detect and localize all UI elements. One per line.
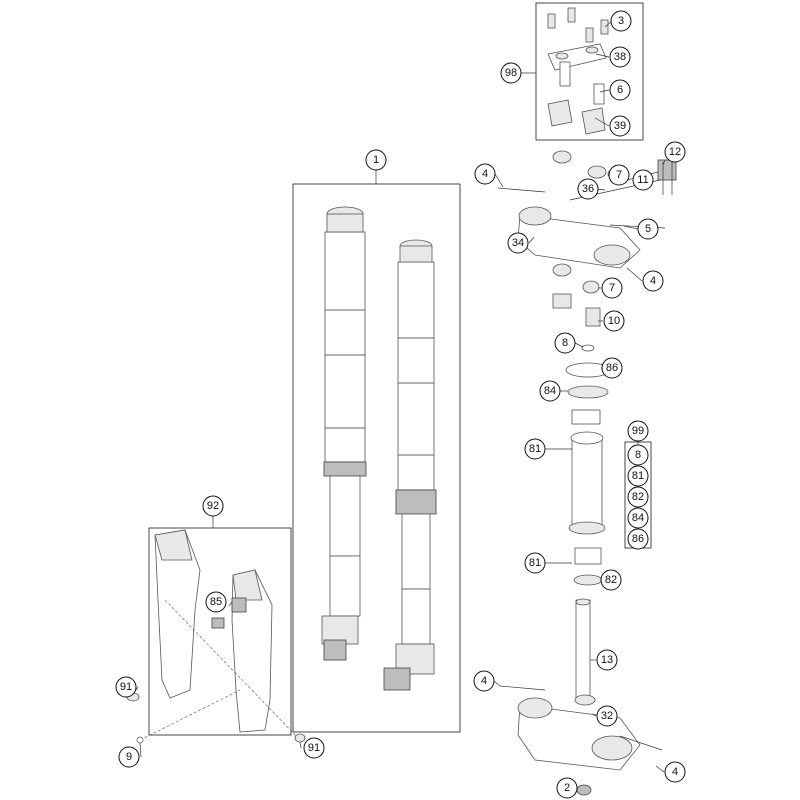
left-fork-guard (154, 529, 201, 699)
callout-4-upper-right: 4 (642, 270, 664, 292)
fasteners (126, 692, 306, 744)
kit-99-item-label: 82 (632, 491, 644, 503)
svg-text:8: 8 (562, 337, 568, 349)
svg-text:4: 4 (482, 168, 488, 180)
fork-assembly-frame (292, 183, 461, 733)
svg-text:32: 32 (601, 710, 613, 722)
lower-triple-clamp (499, 685, 663, 796)
kit-99-item-list: 8 81 82 84 86 (627, 444, 649, 550)
kit-99-item-81: 81 (627, 465, 649, 487)
callout-1: 1 (365, 149, 387, 171)
callout-9: 9 (118, 746, 140, 768)
svg-text:91: 91 (308, 742, 320, 754)
callout-34: 34 (507, 232, 529, 254)
callout-8: 8 (554, 332, 576, 354)
handlebar-clamp-parts (547, 7, 609, 135)
steering-bearings (552, 263, 611, 586)
svg-text:4: 4 (650, 275, 656, 287)
svg-text:34: 34 (512, 237, 524, 249)
svg-text:39: 39 (614, 120, 626, 132)
callout-5: 5 (637, 218, 659, 240)
handlebar-clamp-kit-frame (535, 2, 644, 141)
callout-99: 99 (627, 420, 649, 442)
callout-98: 98 (500, 62, 522, 84)
callout-2: 2 (556, 777, 578, 799)
svg-text:1: 1 (373, 154, 379, 166)
callout-4-upper-left: 4 (474, 163, 496, 185)
svg-text:81: 81 (529, 443, 541, 455)
callout-82: 82 (600, 569, 622, 591)
svg-text:99: 99 (632, 425, 644, 437)
callout-11: 11 (632, 169, 654, 191)
callout-81-upper: 81 (524, 438, 546, 460)
callout-84: 84 (539, 380, 561, 402)
callout-12: 12 (664, 141, 686, 163)
svg-text:7: 7 (616, 169, 622, 181)
svg-text:98: 98 (505, 67, 517, 79)
svg-text:4: 4 (481, 675, 487, 687)
svg-text:11: 11 (637, 174, 648, 186)
callout-92: 92 (202, 495, 224, 517)
callout-81-lower: 81 (524, 552, 546, 574)
svg-text:38: 38 (614, 51, 626, 63)
right-fork-leg (383, 239, 437, 691)
callout-6: 6 (609, 79, 631, 101)
svg-text:4: 4 (672, 766, 678, 778)
callout-91-left: 91 (115, 676, 137, 698)
svg-text:5: 5 (645, 223, 651, 235)
callout-7-lower: 7 (601, 277, 623, 299)
kit-99-item-82: 82 (627, 486, 649, 508)
right-fork-guard (211, 569, 273, 733)
callout-3: 3 (610, 10, 632, 32)
svg-text:84: 84 (544, 385, 556, 397)
svg-text:81: 81 (529, 557, 541, 569)
callout-7-upper: 7 (608, 164, 630, 186)
left-fork-leg (321, 206, 367, 661)
kit-99-item-label: 81 (632, 470, 644, 482)
callout-38: 38 (609, 46, 631, 68)
callout-86: 86 (601, 357, 623, 379)
callout-85: 85 (205, 591, 227, 613)
svg-text:3: 3 (618, 15, 624, 27)
svg-text:82: 82 (605, 574, 617, 586)
svg-text:85: 85 (210, 596, 222, 608)
callout-36: 36 (577, 178, 599, 200)
kit-99-item-label: 86 (632, 533, 644, 545)
kit-99-item-84: 84 (627, 507, 649, 529)
svg-text:12: 12 (669, 146, 681, 158)
steering-stem (575, 598, 591, 701)
callout-91-right: 91 (303, 737, 325, 759)
svg-text:36: 36 (582, 183, 594, 195)
callout-4-lower-left: 4 (473, 670, 495, 692)
kit-99-item-86: 86 (627, 528, 649, 550)
svg-text:13: 13 (601, 654, 613, 666)
callout-39: 39 (609, 115, 631, 137)
callout-13: 13 (596, 649, 618, 671)
svg-text:9: 9 (126, 751, 132, 763)
kit-99-item-label: 84 (632, 512, 644, 524)
kit-99-item-label: 8 (635, 449, 641, 461)
svg-text:6: 6 (617, 84, 623, 96)
svg-text:2: 2 (564, 782, 570, 794)
svg-text:7: 7 (609, 282, 615, 294)
callout-32: 32 (596, 705, 618, 727)
svg-text:86: 86 (606, 362, 618, 374)
svg-text:91: 91 (120, 681, 132, 693)
fork-guard-kit-frame (148, 527, 292, 736)
callout-4-lower-right: 4 (664, 761, 686, 783)
svg-text:10: 10 (608, 315, 620, 327)
callout-10: 10 (603, 310, 625, 332)
kit-99-item-8: 8 (627, 444, 649, 466)
svg-text:92: 92 (207, 500, 219, 512)
